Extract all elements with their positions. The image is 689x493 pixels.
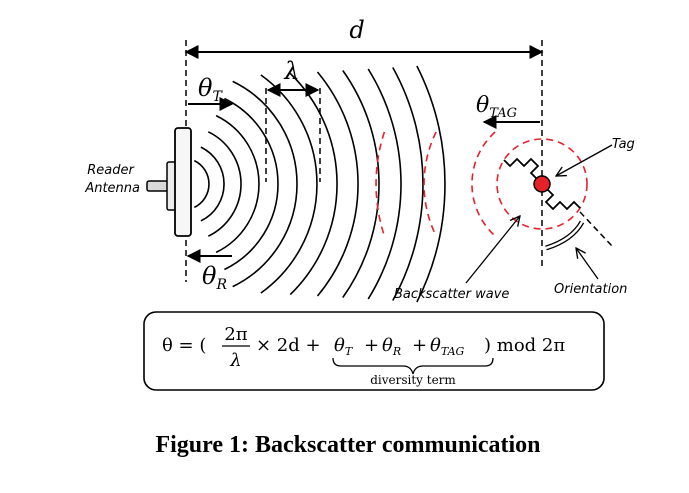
formula: θ = ( 2π λ × 2d + θT + θR + θTAG ) mod 2…: [162, 324, 565, 371]
distance-label: d: [349, 16, 364, 44]
formula-box: [143, 311, 605, 391]
backscatter-wave-label: Backscatter wave: [394, 287, 509, 302]
backscatter-wave-arc: [423, 131, 437, 237]
outgoing-wave-arc: [367, 68, 402, 300]
formula-plus-1: +: [364, 335, 379, 356]
backscatter-wave-arc: [375, 131, 386, 237]
outgoing-wave-arc: [392, 67, 424, 301]
outgoing-wave-arc: [260, 74, 318, 294]
tag-pointer: [556, 144, 613, 176]
outgoing-wave-arc: [416, 65, 446, 303]
outgoing-wave-arc: [215, 114, 260, 254]
formula-rhs: ) mod 2π: [484, 335, 565, 356]
formula-fraction-numerator: 2π: [224, 324, 247, 345]
formula-theta-tag: θTAG: [430, 335, 465, 358]
outgoing-wave-arc: [207, 131, 242, 237]
theta-tag-label: θTAG: [476, 93, 517, 121]
outgoing-wave-arc: [200, 146, 225, 222]
backscatter-wave-arc: [471, 131, 496, 237]
outgoing-wave-arc: [193, 159, 210, 209]
formula-theta-r: θR: [382, 335, 401, 358]
tag-radiation-circle: [496, 138, 588, 230]
theta-r-label: θR: [202, 262, 227, 293]
tag-antenna-icon: [503, 157, 581, 211]
formula-lhs: θ = (: [162, 335, 206, 356]
outgoing-wave-arc: [342, 70, 380, 298]
formula-middle: × 2d +: [256, 335, 321, 356]
outgoing-waves: [193, 65, 446, 303]
reader-antenna-label: Reader Antenna: [84, 163, 140, 196]
theta-t-label: θT: [198, 74, 223, 105]
outgoing-wave-arc: [232, 80, 298, 288]
outgoing-wave-arc: [289, 72, 338, 296]
diversity-term-label: diversity term: [370, 373, 456, 387]
formula-fraction-denominator: λ: [229, 350, 241, 371]
diversity-underbrace: [332, 357, 494, 375]
tag-label: Tag: [612, 137, 635, 152]
backscatter-waves: [375, 131, 496, 237]
formula-theta-t: θT: [334, 335, 354, 358]
reader-antenna-icon: [146, 127, 192, 237]
orientation-axis: [579, 211, 613, 247]
orientation-label: Orientation: [554, 282, 627, 297]
outgoing-wave-arc: [316, 71, 359, 297]
orientation-arc-icon: [545, 220, 585, 251]
orientation-pointer: [576, 248, 599, 280]
backscatter-pointer: [465, 216, 520, 284]
outgoing-wave-arc: [224, 97, 279, 271]
formula-plus-2: +: [412, 335, 427, 356]
tag-chip-icon: [533, 175, 551, 193]
figure-caption: Figure 1: Backscatter communication: [155, 432, 540, 458]
